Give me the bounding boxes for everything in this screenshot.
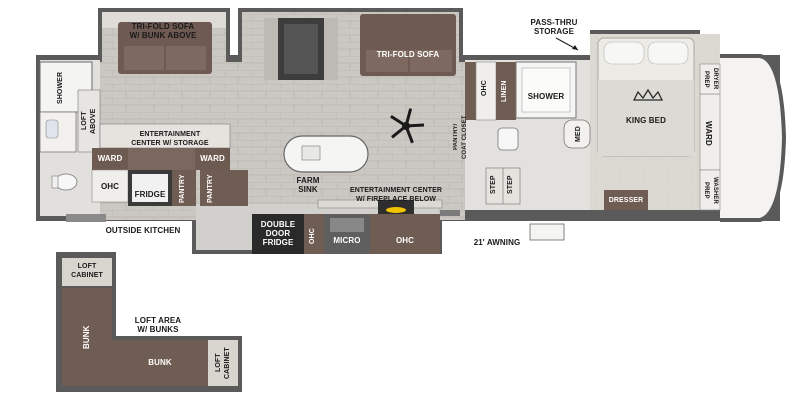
- label-outside-kitchen: OUTSIDE KITCHEN: [105, 226, 181, 235]
- front-cap: [720, 54, 787, 222]
- ohc-left-block: [91, 169, 129, 203]
- double-door-fridge: [252, 214, 304, 254]
- ward-left-block: [92, 148, 128, 170]
- label-ohc-bath: OHC: [481, 80, 488, 96]
- label-bunk-vertical: BUNK: [82, 325, 91, 349]
- bunk-horizontal-block: [112, 340, 208, 386]
- linen-block: [496, 62, 516, 120]
- loft-cabinet-top-block: [62, 258, 112, 286]
- pantry-1-block: [172, 170, 196, 206]
- label-ent-fireplace: ENTERTAINMENT CENTER W/ FIREPLACE BELOW: [349, 187, 443, 203]
- label-ward-left: WARD: [97, 154, 123, 163]
- loft-cabinet-side-block: [208, 340, 238, 386]
- label-farm-sink: FARM SINK: [296, 176, 320, 194]
- label-dresser: DRESSER: [608, 197, 644, 204]
- label-pantry-2: PANTRY: [207, 174, 214, 204]
- label-loft-above: LOFT ABOVE: [81, 108, 97, 134]
- kitchen-island: [283, 135, 369, 173]
- ohc-fireplace-block: [370, 214, 440, 254]
- label-pantry-coat: PANTRY/ COAT CLOSET: [453, 115, 468, 159]
- label-bunk-horizontal: BUNK: [148, 358, 172, 367]
- label-loft-cabinet-top: LOFT CABINET: [71, 263, 103, 279]
- label-fridge: FRIDGE: [134, 190, 166, 199]
- label-linen: LINEN: [501, 80, 508, 102]
- label-trifold-sofa: TRI-FOLD SOFA: [376, 50, 440, 59]
- crown-icon: [632, 88, 664, 101]
- label-king-bed: KING BED: [626, 116, 666, 125]
- bunk-vertical-block: [62, 288, 112, 386]
- label-micro: MICRO: [333, 236, 361, 245]
- label-trifold-bunk: TRI-FOLD SOFA W/ BUNK ABOVE: [129, 22, 197, 40]
- label-washer-prep: WASHER PREP: [703, 176, 718, 204]
- ohc-kitchen-block: [304, 214, 324, 254]
- pantry-2-block: [200, 170, 224, 206]
- label-pass-thru: PASS-THRU STORAGE: [530, 18, 578, 36]
- label-ohc-kitchen: OHC: [309, 228, 316, 244]
- label-ohc-left: OHC: [100, 182, 120, 191]
- washer-prep-block: [699, 169, 721, 211]
- label-med: MED: [575, 126, 582, 142]
- ceiling-fan-icon: [390, 108, 425, 144]
- label-ward-mid: WARD: [200, 154, 225, 163]
- toilet-bath: [497, 127, 519, 151]
- awning-bar: [440, 210, 460, 216]
- loft-above-cabinet: [77, 89, 101, 153]
- outside-kitchen-step: [66, 214, 106, 222]
- entry-door: [529, 223, 565, 241]
- label-shower-bath: SHOWER: [527, 92, 565, 101]
- label-step-1: STEP: [490, 175, 497, 195]
- dresser-block: [604, 190, 648, 210]
- label-awning: 21' AWNING: [473, 238, 521, 247]
- label-ohc-fireplace: OHC: [395, 236, 415, 245]
- label-ward-right: WARD: [704, 120, 713, 146]
- label-double-fridge: DOUBLE DOOR FRIDGE: [260, 220, 296, 247]
- ward-mid-block: [195, 148, 230, 170]
- label-dryer-prep: DRYER PREP: [703, 68, 718, 90]
- dryer-prep-block: [699, 63, 721, 95]
- label-loft-cabinet-side: LOFT CABINET: [215, 347, 231, 379]
- label-ent-storage: ENTERTAINMENT CENTER W/ STORAGE: [131, 131, 209, 147]
- bath-vanity: [563, 119, 591, 149]
- label-shower-left: SHOWER: [57, 71, 64, 105]
- ent-storage-cabinet: [99, 123, 231, 149]
- label-pantry-1: PANTRY: [179, 174, 186, 204]
- label-step-2: STEP: [507, 175, 514, 195]
- label-loft-area: LOFT AREA W/ BUNKS: [134, 316, 182, 334]
